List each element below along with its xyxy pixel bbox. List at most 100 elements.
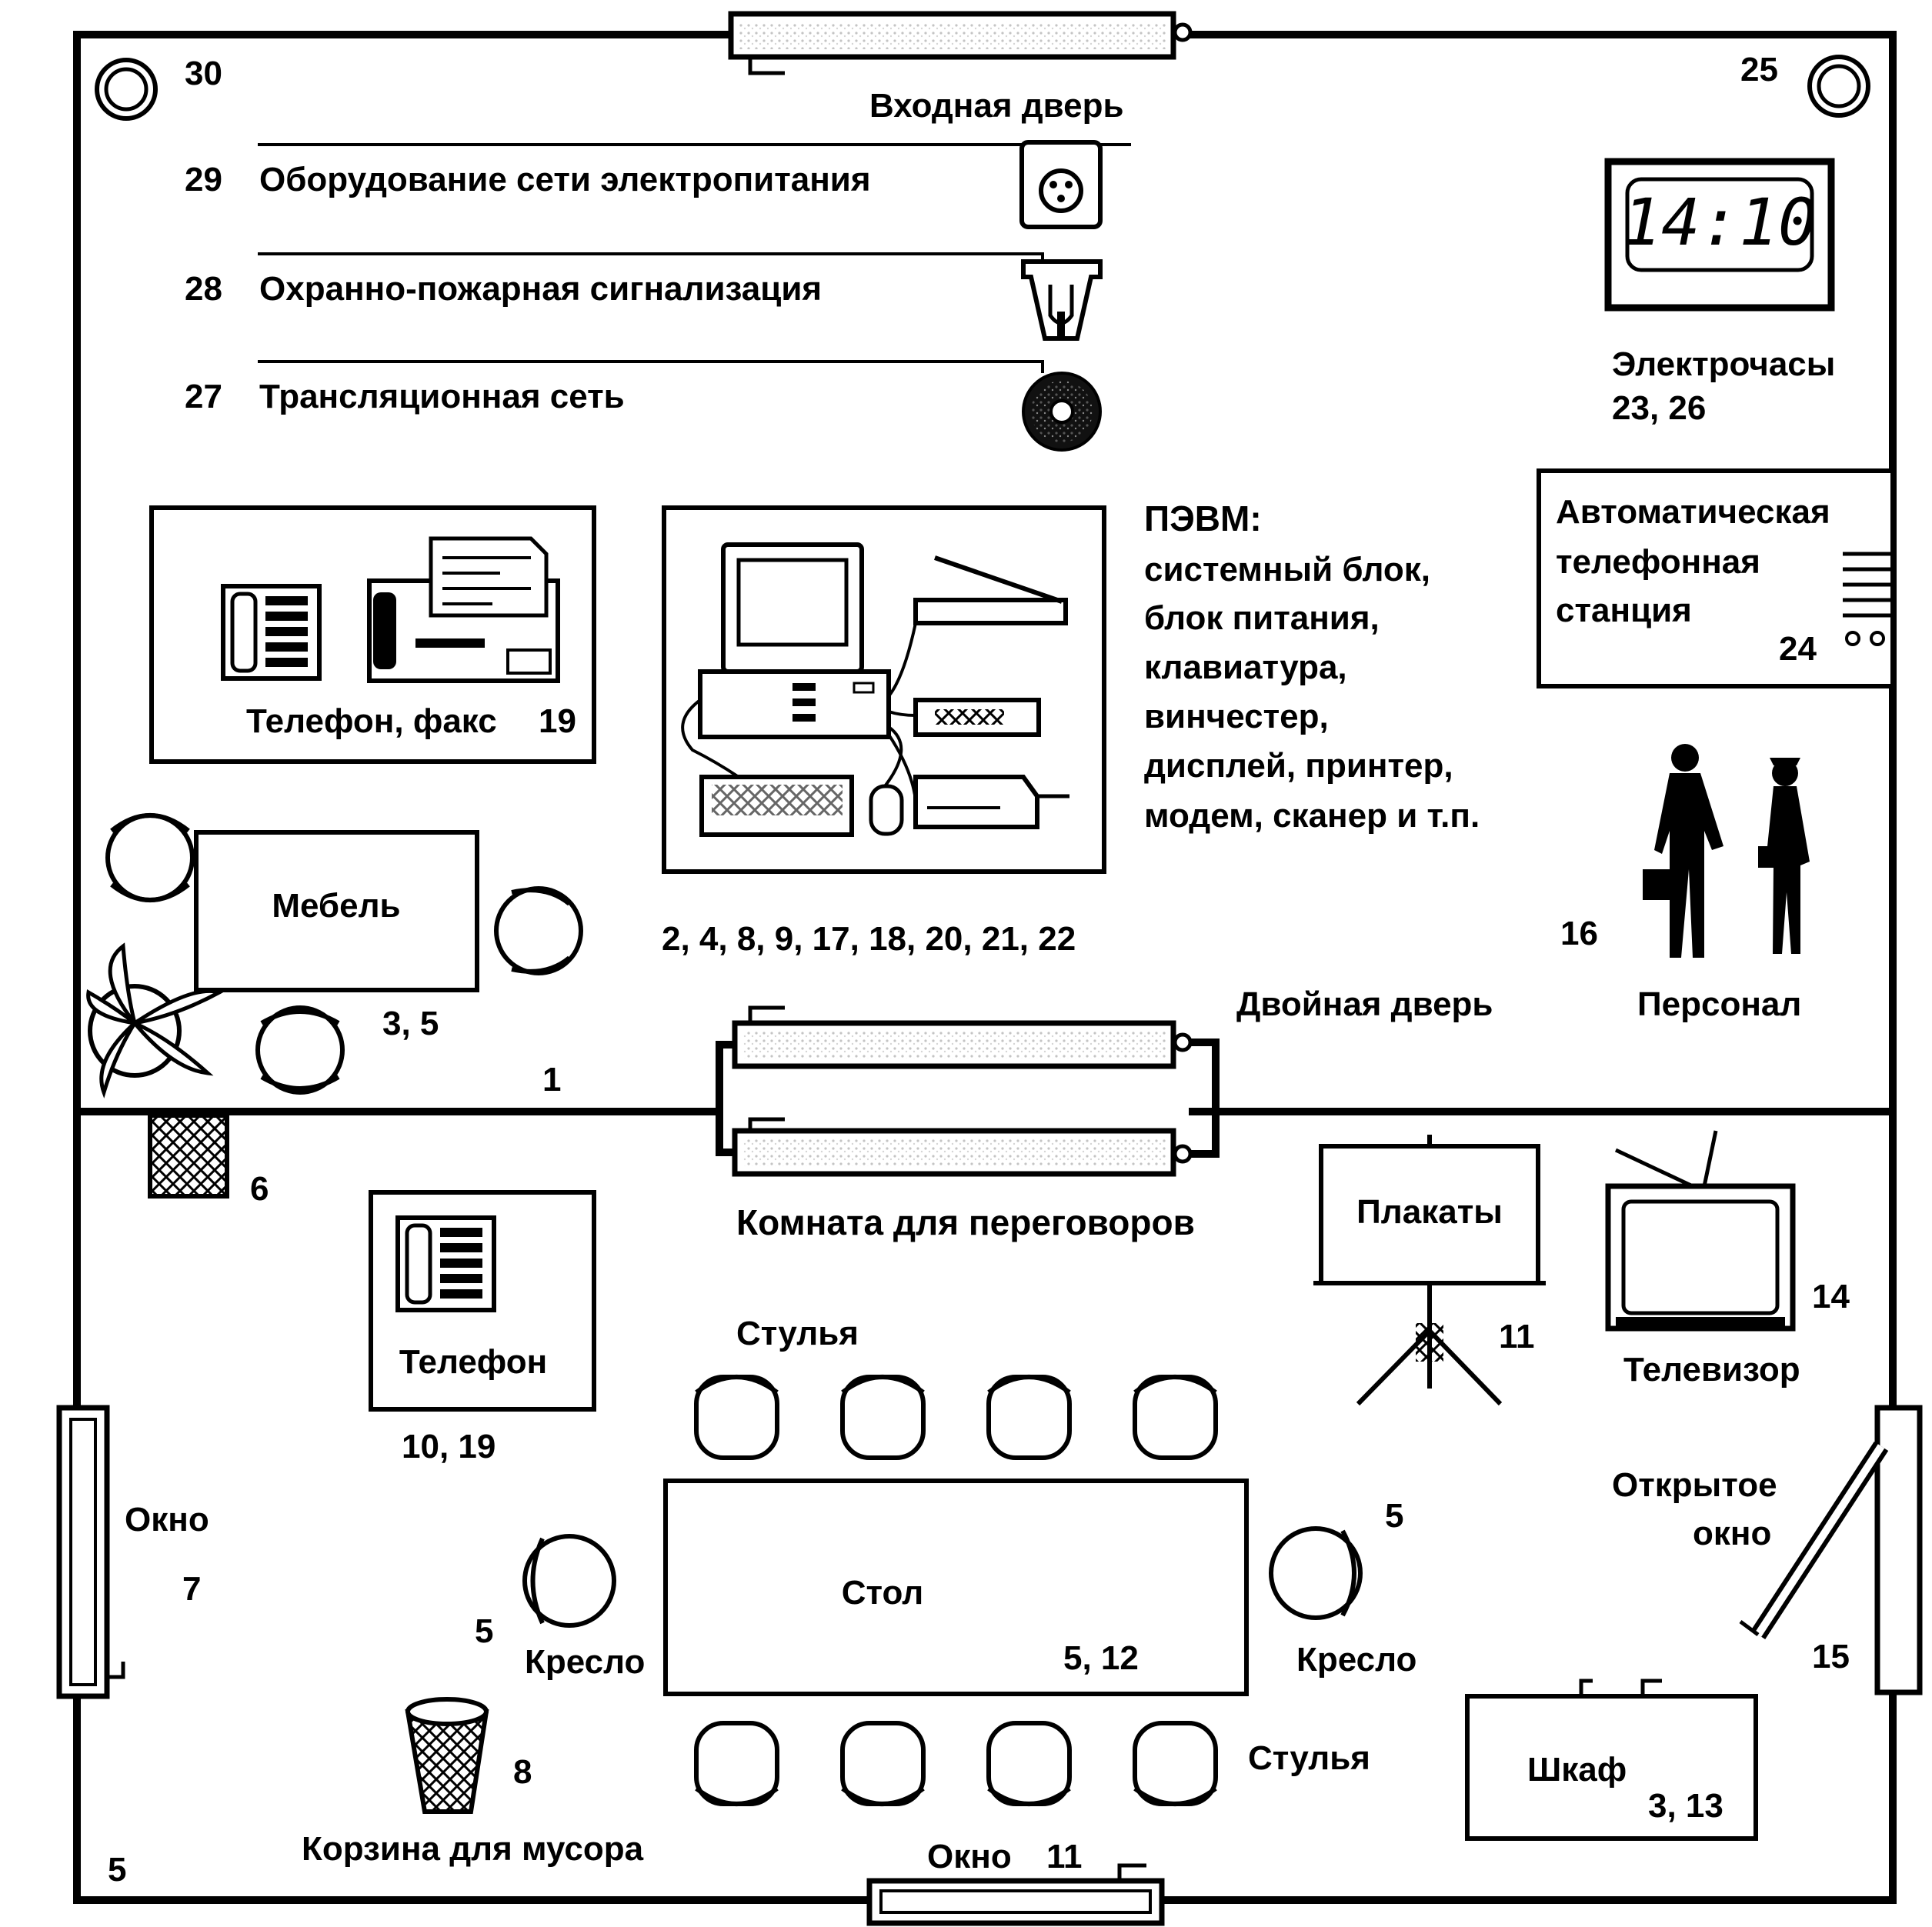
double-door[interactable] [716, 1005, 1220, 1177]
phone-numbers: 10, 19 [402, 1428, 496, 1465]
window-bottom-label: Окно [927, 1838, 1012, 1875]
chair-icon [986, 1375, 1072, 1460]
vent-number: 6 [250, 1170, 269, 1208]
pc-line4: винчестер, [1144, 698, 1329, 735]
pbx-label-line3: станция [1556, 592, 1692, 629]
waste-bin-icon [405, 1697, 489, 1814]
corner-bl-number: 5 [108, 1851, 126, 1889]
table-label: Стол [842, 1574, 923, 1612]
meeting-phone-box [369, 1190, 596, 1412]
corner-tr-number: 25 [1740, 51, 1778, 88]
window-bottom[interactable] [866, 1863, 1165, 1926]
pbx-box [1537, 468, 1895, 688]
chair-icon [1133, 1721, 1218, 1806]
clock-time: 14:10 [1623, 185, 1817, 260]
meeting-room-title: Комната для переговоров [736, 1202, 1195, 1242]
clock-numbers: 23, 26 [1612, 389, 1706, 427]
armchair-left-icon [522, 1534, 616, 1628]
power-equipment-label: Оборудование сети электропитания [259, 161, 871, 198]
modem-icon [913, 698, 1041, 737]
pbx-label-line1: Автоматическая [1556, 493, 1830, 531]
armchair-right-icon [1269, 1526, 1363, 1620]
power-socket-icon [1019, 140, 1103, 229]
room1-number: 1 [542, 1061, 561, 1099]
keyboard-icon [699, 775, 854, 837]
window-open-right[interactable] [1739, 1405, 1923, 1695]
speaker-icon [1022, 372, 1102, 452]
window-left-number: 7 [182, 1570, 201, 1608]
pc-box [662, 505, 1106, 874]
chair-icon [840, 1721, 926, 1806]
posters-label: Плакаты [1356, 1193, 1503, 1231]
computer-monitor-icon [721, 542, 864, 674]
system-unit-icon [698, 669, 891, 739]
chair-icon [986, 1721, 1072, 1806]
chairs-top-label: Стулья [736, 1315, 859, 1352]
furniture-number: 3, 5 [382, 1005, 439, 1042]
armchair-left-label: Кресло [525, 1643, 645, 1681]
power-number: 29 [185, 161, 222, 198]
desk-phone-icon [395, 1215, 496, 1312]
bin-number: 8 [513, 1753, 532, 1791]
fire-alarm-icon [1021, 259, 1103, 341]
pbx-label-line2: телефонная [1556, 543, 1760, 581]
pc-line6: модем, сканер и т.п. [1144, 797, 1480, 835]
desk-phone-icon [221, 584, 322, 681]
cabinet-number: 3, 13 [1648, 1787, 1723, 1825]
phone-fax-number: 19 [539, 702, 576, 740]
phone-label: Телефон [399, 1343, 547, 1381]
chairs-bottom-row [694, 1721, 1218, 1806]
poster-stand-icon [1313, 1135, 1546, 1406]
meeting-table [663, 1479, 1249, 1696]
furniture-table [194, 830, 479, 992]
printer-icon [913, 775, 1069, 829]
tv-icon [1605, 1130, 1796, 1332]
window-left[interactable] [56, 1405, 125, 1699]
scanner-icon [913, 555, 1068, 625]
armchair-icon [105, 813, 195, 902]
phone-fax-box [149, 505, 596, 764]
open-window-number: 15 [1812, 1638, 1850, 1675]
chair-icon [694, 1375, 779, 1460]
chair-icon [1133, 1375, 1218, 1460]
window-left-label: Окно [125, 1501, 209, 1539]
broadcast-label: Трансляционная сеть [259, 378, 625, 415]
pc-cables [681, 622, 917, 801]
open-window-label-1: Открытое [1612, 1466, 1777, 1504]
phone-fax-label: Телефон, факс [246, 702, 497, 740]
armchair-right-label: Кресло [1296, 1641, 1416, 1679]
corner-tl-number: 30 [185, 55, 222, 92]
clock-label: Электрочасы [1612, 345, 1835, 383]
personnel-figures-icon [1643, 744, 1810, 958]
walls [73, 31, 1897, 1904]
personnel-number: 16 [1560, 915, 1598, 952]
armchair-icon [255, 1005, 345, 1095]
mouse-icon [869, 784, 904, 836]
pc-line1: системный блок, [1144, 551, 1430, 588]
chairs-top-row [694, 1375, 1218, 1460]
fire-alarm-label: Охранно-пожарная сигнализация [259, 270, 822, 308]
broadcast-number: 27 [185, 378, 222, 415]
pc-line3: клавиатура, [1144, 648, 1347, 686]
entrance-door[interactable] [728, 11, 1193, 75]
chair-icon [694, 1721, 779, 1806]
armchair-right-number: 5 [1385, 1497, 1403, 1535]
armchair-left-number: 5 [475, 1612, 493, 1650]
corner-fixture-tr [1807, 55, 1870, 118]
chairs-bottom-label: Стулья [1248, 1739, 1370, 1777]
tv-number: 14 [1812, 1278, 1850, 1315]
electric-clock [1604, 158, 1835, 312]
fax-machine-icon [367, 536, 560, 683]
chair-icon [840, 1375, 926, 1460]
personnel-label: Персонал [1637, 985, 1801, 1023]
entrance-door-label: Входная дверь [869, 87, 1124, 125]
double-door-label: Двойная дверь [1236, 985, 1493, 1023]
window-bottom-number: 11 [1046, 1838, 1083, 1875]
potted-plant-icon [86, 942, 225, 1099]
furniture-label: Мебель [272, 887, 400, 925]
tv-label: Телевизор [1623, 1351, 1800, 1389]
vent-grille-icon [148, 1113, 229, 1199]
pc-numbers: 2, 4, 8, 9, 17, 18, 20, 21, 22 [662, 920, 1076, 958]
alarm-number: 28 [185, 270, 222, 308]
